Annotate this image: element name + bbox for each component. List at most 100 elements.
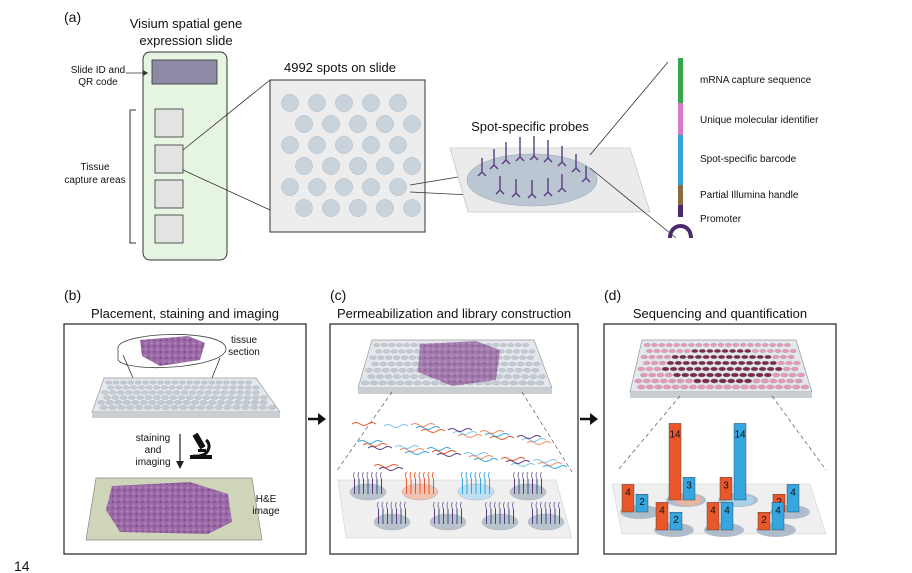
slide-spot — [527, 380, 536, 386]
slide-spot — [529, 374, 538, 379]
slide-spot — [498, 368, 506, 373]
slide-spot — [645, 384, 654, 390]
slide-spot — [664, 372, 673, 378]
slide-spot — [506, 368, 515, 373]
slide-spot — [375, 374, 384, 379]
slide-spot — [390, 368, 398, 373]
slide-spot — [111, 395, 120, 400]
slide-spot — [139, 400, 148, 405]
slide-spot — [791, 366, 799, 372]
slide-spot — [694, 366, 702, 372]
spot — [335, 94, 353, 112]
slide-spot — [759, 349, 767, 353]
slide-spot — [259, 400, 268, 405]
spot — [403, 199, 421, 217]
cdna-fragment — [426, 447, 452, 451]
slide-spot — [722, 360, 730, 366]
slide-spot — [258, 405, 268, 410]
slide-spot — [669, 366, 678, 372]
slide-spot — [179, 405, 188, 410]
count-label: 4 — [724, 505, 730, 516]
panel-c-label: (c) — [330, 287, 346, 303]
slide-spot — [393, 355, 401, 360]
count-bar — [720, 502, 734, 531]
slide-spot — [697, 384, 706, 390]
probe-part-illumina: Partial Illumina handle — [700, 190, 799, 201]
probe — [515, 137, 525, 162]
slide-spot — [145, 385, 153, 390]
slide-spot — [215, 380, 223, 385]
slide-spot — [671, 384, 680, 390]
slide-spot — [702, 354, 710, 360]
slide-spot — [744, 349, 752, 353]
staining-line1: staining — [136, 433, 170, 444]
slide-spot — [737, 360, 746, 366]
cdna-fragment — [505, 460, 531, 464]
slide-spot — [185, 395, 194, 400]
slide-spot — [191, 385, 199, 390]
slide-spot — [698, 349, 706, 353]
cdna-fragment — [367, 446, 393, 450]
slide-spot — [406, 368, 415, 373]
slide-spot — [533, 361, 541, 367]
slide-spot — [148, 400, 157, 405]
slide-spot — [780, 372, 789, 378]
slide-spot — [514, 343, 522, 348]
slide-spot — [194, 395, 202, 400]
count-label: 4 — [790, 487, 796, 498]
slide-spot — [378, 380, 387, 386]
count-label: 2 — [761, 515, 767, 526]
count-label: 3 — [723, 480, 729, 491]
slide-spot — [369, 355, 377, 360]
slide-d-top — [629, 339, 813, 393]
slide-spot — [640, 372, 648, 378]
slide-spot — [144, 395, 153, 400]
slide-spot — [683, 349, 691, 353]
slide-spot — [777, 360, 785, 366]
panel-a-label: (a) — [64, 9, 81, 25]
slide-spot — [706, 384, 715, 390]
spot — [308, 178, 326, 196]
slide-spot — [659, 378, 668, 384]
slide-spot — [520, 374, 529, 379]
slide-spot — [367, 374, 376, 379]
slide-spot — [127, 380, 135, 385]
slide-spot — [395, 343, 403, 348]
slide-spot — [761, 360, 770, 366]
slide-spot — [220, 390, 228, 395]
slide-spot — [680, 343, 688, 347]
count-label: 4 — [625, 487, 631, 498]
spot — [322, 157, 340, 175]
slide-spot — [191, 400, 200, 405]
slide-spot — [706, 360, 714, 366]
probe — [511, 179, 521, 198]
slide-spot — [690, 360, 698, 366]
slide-spot — [105, 400, 114, 405]
slide-spot — [373, 368, 382, 373]
cdna-fragment — [394, 445, 420, 449]
slide-spot — [229, 385, 237, 390]
staining-line2: and — [145, 445, 162, 456]
slide-spot — [134, 380, 142, 385]
slide-spot — [369, 380, 379, 386]
slide-spot — [172, 390, 181, 395]
capture-spot — [401, 471, 439, 501]
capture-spot — [481, 501, 519, 531]
slide-spot — [653, 366, 662, 372]
slide-spot — [180, 390, 189, 395]
slide-spot — [228, 390, 236, 395]
slide-spot — [731, 384, 741, 390]
panel-b-label: (b) — [64, 287, 81, 303]
slide-spot — [208, 400, 217, 405]
slide-spot — [400, 355, 409, 360]
c-zoom-right — [521, 391, 573, 473]
slide-spot — [651, 378, 660, 384]
slide-spot — [157, 390, 165, 395]
probe — [581, 166, 591, 183]
slide-spot — [396, 380, 405, 386]
slide-spot — [398, 349, 406, 354]
slide-spot — [717, 343, 725, 347]
cdna-fragment — [420, 429, 446, 433]
spot — [281, 94, 299, 112]
slide-spot — [651, 343, 658, 347]
